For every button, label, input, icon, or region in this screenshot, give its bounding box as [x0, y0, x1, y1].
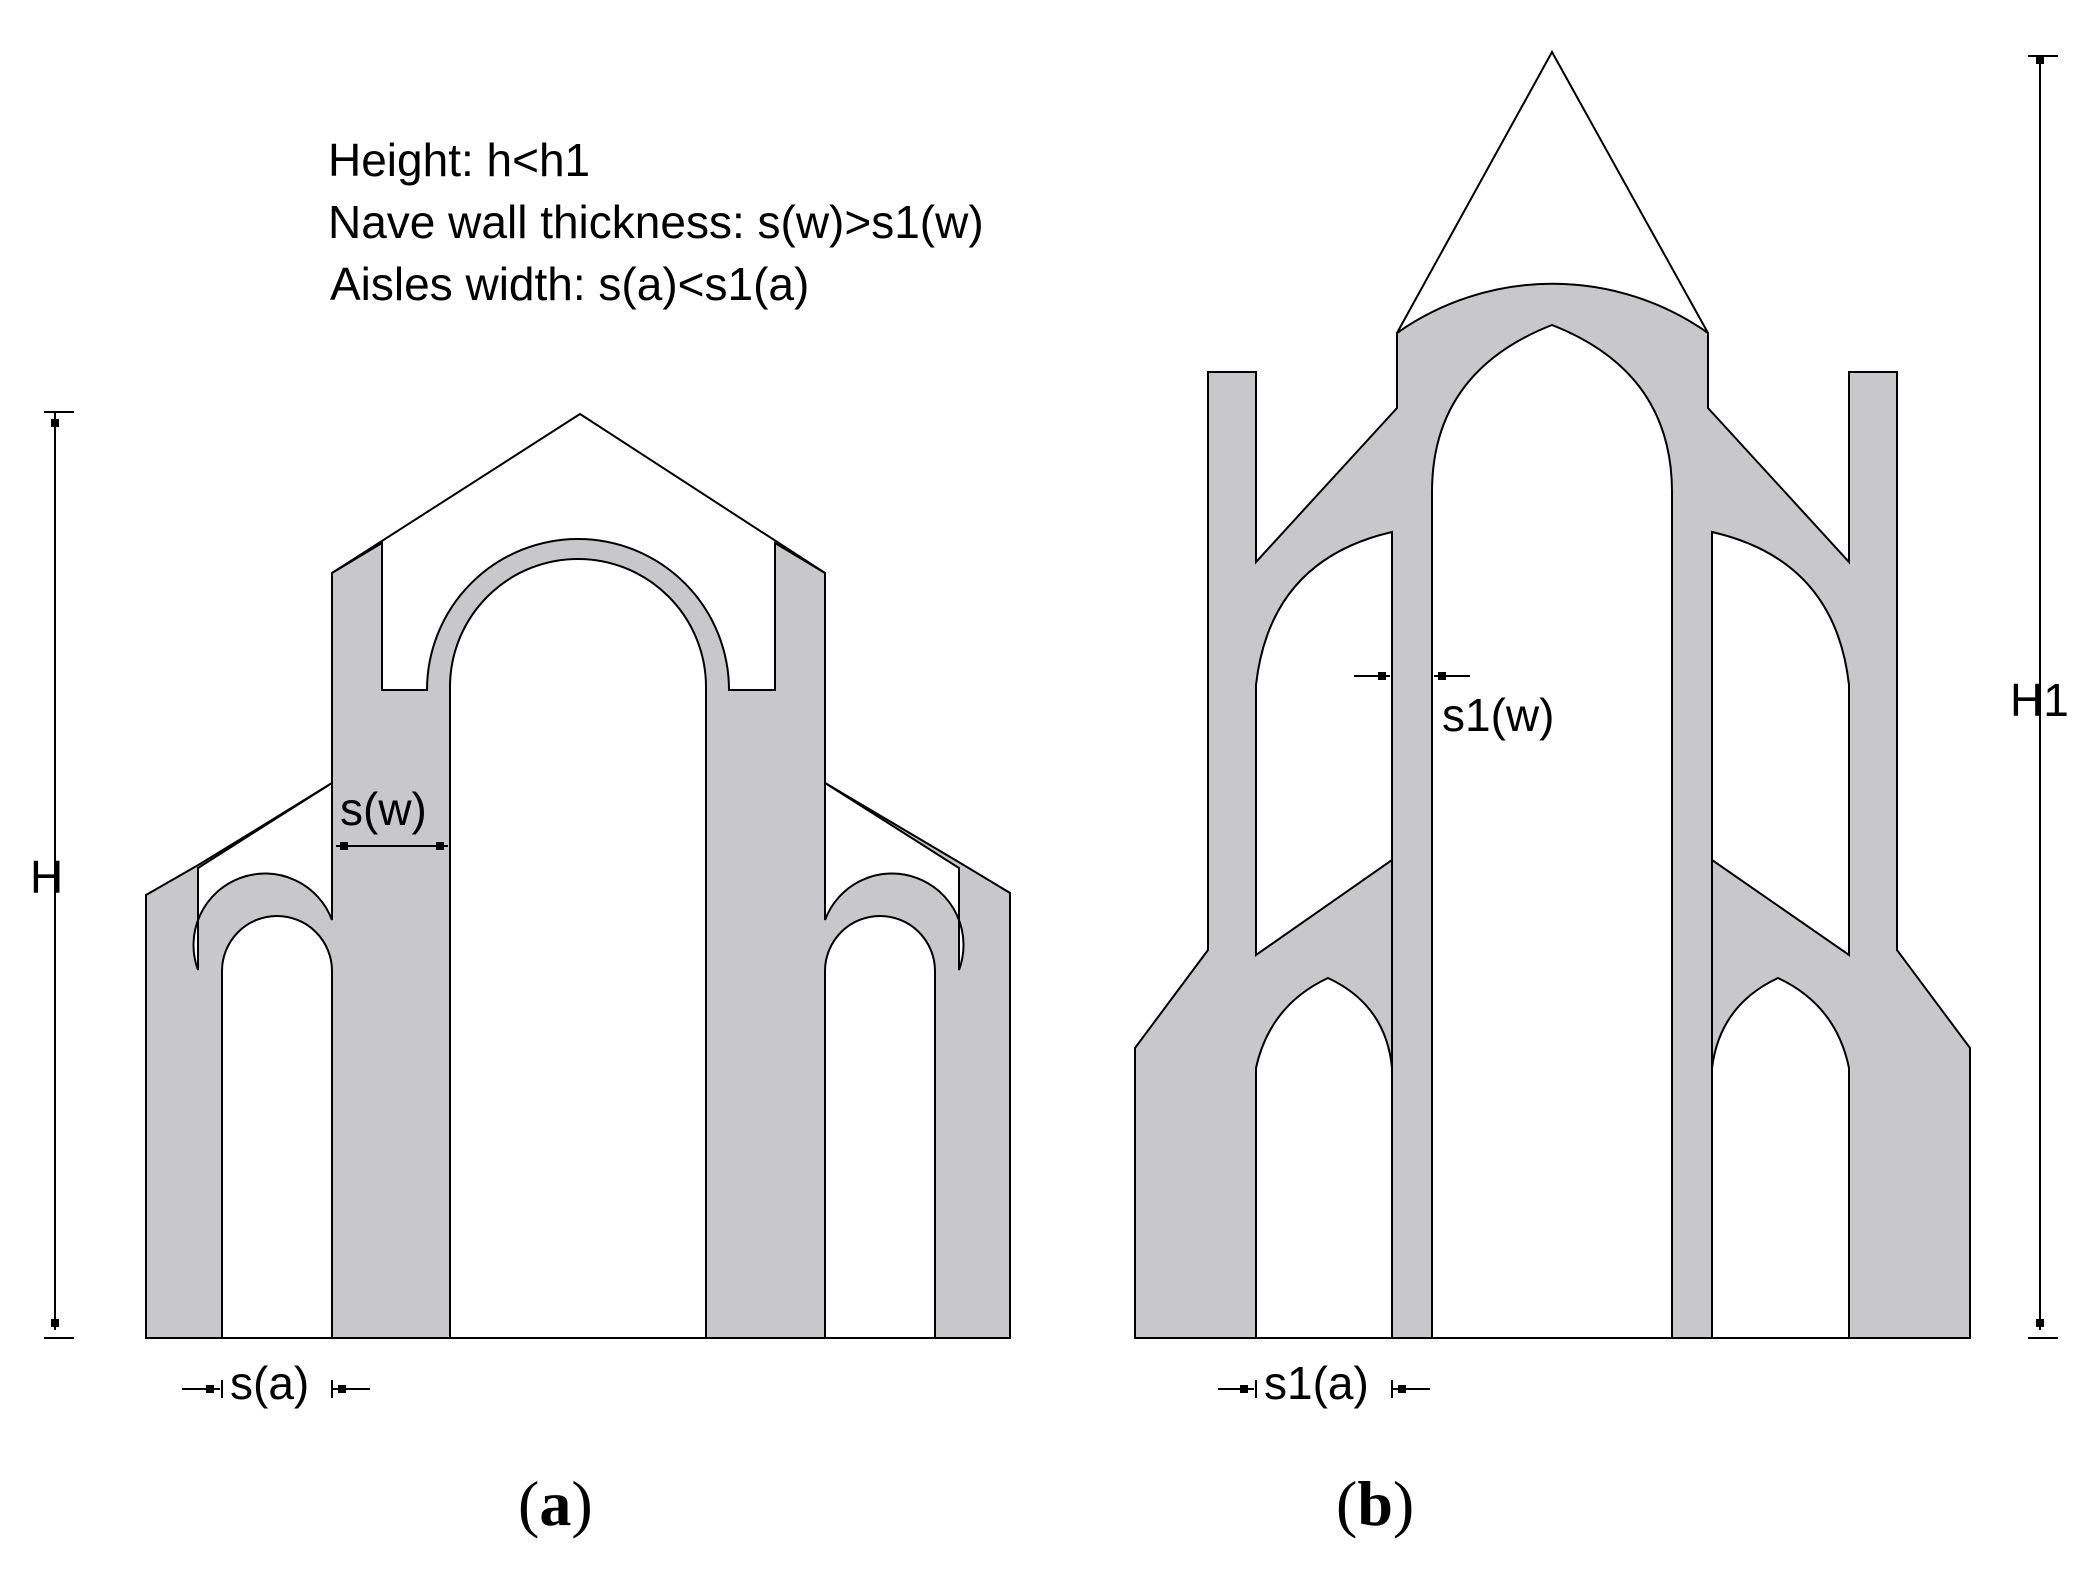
panel-a-nave-opening [449, 558, 707, 1339]
panel-b-spire [1396, 49, 1709, 334]
panel-b-caption: (b) [1336, 1468, 1414, 1539]
panel-b-nave-opening [1431, 323, 1673, 1339]
panel-a-aisle-dimension: s(a) [182, 1357, 370, 1409]
panel-b-wall-dimension: s1(w) [1354, 672, 1554, 741]
panel-b-wall-label: s1(w) [1442, 689, 1554, 741]
panel-a-nave-roof [331, 412, 826, 574]
panel-a-section: H s(w) s(a) (a) [30, 411, 1011, 1539]
panel-b-height-dimension: H1 [2010, 55, 2069, 1339]
panel-a-right-aisle-void [824, 781, 965, 971]
panel-b-right-aisle-opening [1711, 976, 1850, 1339]
panel-a-wall-dimension: s(w) [336, 783, 448, 850]
note-aisles-width: Aisles width: s(a)<s1(a) [330, 258, 809, 310]
panel-a-left-aisle-void [192, 781, 333, 971]
panel-a-caption: (a) [518, 1468, 593, 1539]
panel-b-aisle-label: s1(a) [1264, 1357, 1369, 1409]
panel-a-right-aisle-opening [824, 915, 936, 1339]
panel-b-height-label: H1 [2010, 674, 2069, 726]
panel-b-section: H1 s1(w) s1(a) (b) [1134, 49, 2069, 1539]
note-height: Height: h<h1 [328, 134, 590, 186]
panel-a-height-dimension: H [30, 411, 74, 1339]
panel-a-left-aisle-opening [221, 915, 333, 1339]
panel-b-left-aisle-opening [1255, 976, 1393, 1339]
comparison-notes: Height: h<h1 Nave wall thickness: s(w)>s… [328, 134, 984, 310]
panel-b-aisle-dimension: s1(a) [1218, 1357, 1430, 1409]
panel-a-aisle-label: s(a) [230, 1357, 309, 1409]
note-nave-wall: Nave wall thickness: s(w)>s1(w) [328, 196, 984, 248]
panel-a-height-label: H [30, 851, 63, 903]
panel-a-wall-label: s(w) [340, 783, 427, 835]
